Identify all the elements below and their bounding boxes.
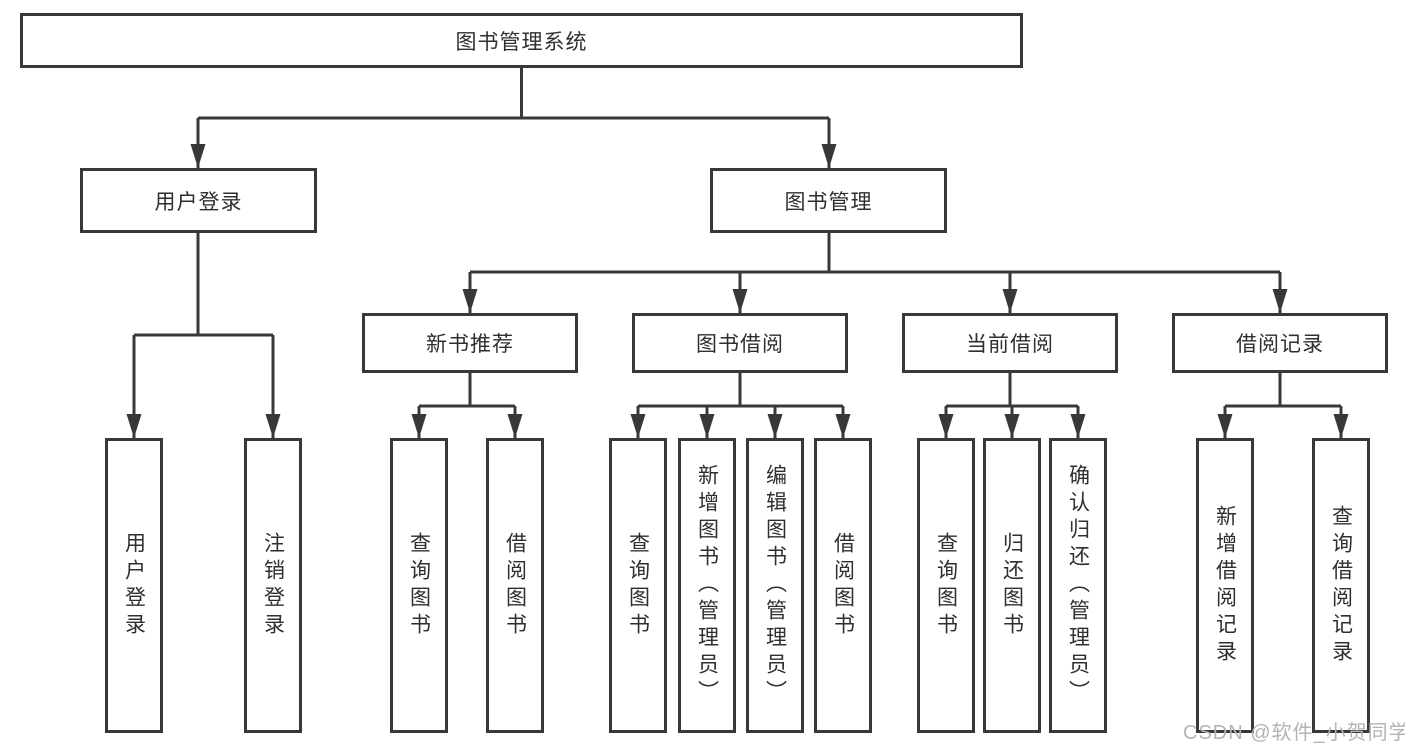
node-label: 借阅图书 <box>503 531 527 640</box>
leaf-recommend-query-books: 查询图书 <box>390 438 448 733</box>
node-new-book-recommend: 新书推荐 <box>362 313 578 373</box>
arrowhead-icon <box>630 414 646 438</box>
node-user-login-branch: 用户登录 <box>80 168 317 233</box>
leaf-borrowing-query-books: 查询图书 <box>609 438 667 733</box>
node-label: 新书推荐 <box>426 333 514 356</box>
arrowhead-icon <box>767 414 783 438</box>
node-label: 用户登录 <box>154 190 243 214</box>
node-library-management-system: 图书管理系统 <box>20 13 1023 68</box>
arrowhead-icon <box>1217 414 1233 438</box>
node-label: 查询图书 <box>934 531 958 640</box>
node-label: 新增图书（管理员） <box>695 464 719 707</box>
arrowhead-icon <box>265 414 281 438</box>
leaf-current-return-books: 归还图书 <box>983 438 1041 733</box>
leaf-current-query-books: 查询图书 <box>917 438 975 733</box>
leaf-borrowing-add-books-admin: 新增图书（管理员） <box>678 438 736 733</box>
arrowhead-icon <box>938 414 954 438</box>
arrowhead-icon <box>1272 289 1288 313</box>
arrowheads <box>126 144 1349 438</box>
leaf-user-login: 用户登录 <box>105 438 163 733</box>
node-label: 归还图书 <box>1000 531 1024 640</box>
connector-lines <box>132 68 1343 438</box>
node-label: 新增借阅记录 <box>1213 504 1237 667</box>
leaf-records-query-borrow-record: 查询借阅记录 <box>1312 438 1370 733</box>
arrowhead-icon <box>126 414 142 438</box>
node-label: 用户登录 <box>122 531 146 640</box>
arrowhead-icon <box>732 289 748 313</box>
arrowhead-icon <box>1070 414 1086 438</box>
node-current-borrowing: 当前借阅 <box>902 313 1118 373</box>
node-book-borrowing: 图书借阅 <box>632 313 848 373</box>
arrowhead-icon <box>821 144 837 168</box>
node-label: 借阅图书 <box>831 531 855 640</box>
arrowhead-icon <box>190 144 206 168</box>
node-label: 确认归还（管理员） <box>1066 464 1090 707</box>
node-label: 借阅记录 <box>1236 333 1324 356</box>
node-book-management-branch: 图书管理 <box>710 168 947 233</box>
leaf-borrowing-edit-books-admin: 编辑图书（管理员） <box>746 438 804 733</box>
arrowhead-icon <box>1002 289 1018 313</box>
node-label: 当前借阅 <box>966 333 1054 356</box>
leaf-logout: 注销登录 <box>244 438 302 733</box>
leaf-borrowing-borrow-books: 借阅图书 <box>814 438 872 733</box>
arrowhead-icon <box>835 414 851 438</box>
arrowhead-icon <box>507 414 523 438</box>
arrowhead-icon <box>1004 414 1020 438</box>
node-label: 注销登录 <box>261 531 285 640</box>
node-label: 图书借阅 <box>696 333 784 356</box>
node-borrowing-records: 借阅记录 <box>1172 313 1388 373</box>
arrowhead-icon <box>699 414 715 438</box>
node-label: 编辑图书（管理员） <box>763 464 787 707</box>
node-label: 查询图书 <box>626 531 650 640</box>
node-label: 图书管理系统 <box>455 30 588 54</box>
leaf-recommend-borrow-books: 借阅图书 <box>486 438 544 733</box>
arrowhead-icon <box>1333 414 1349 438</box>
node-label: 图书管理 <box>784 190 873 214</box>
node-label: 查询图书 <box>407 531 431 640</box>
arrowhead-icon <box>411 414 427 438</box>
leaf-records-add-borrow-record: 新增借阅记录 <box>1196 438 1254 733</box>
csdn-watermark: CSDN @软件_小贺同学 <box>1183 722 1405 744</box>
leaf-current-confirm-return-admin: 确认归还（管理员） <box>1049 438 1107 733</box>
arrowhead-icon <box>462 289 478 313</box>
node-label: 查询借阅记录 <box>1329 504 1353 667</box>
